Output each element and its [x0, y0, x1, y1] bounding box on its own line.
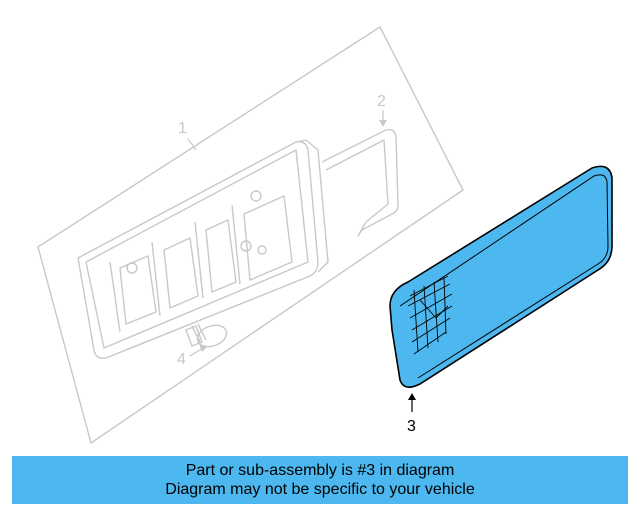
banner-line-2: Diagram may not be specific to your vehi…	[165, 481, 475, 498]
banner-line-1: Part or sub-assembly is #3 in diagram	[185, 462, 455, 479]
callout-3: 3	[407, 418, 416, 435]
callout-2: 2	[377, 93, 386, 110]
lamp-housing	[77, 140, 319, 360]
lamp-gasket	[321, 128, 399, 237]
callout-4: 4	[177, 351, 186, 368]
callout-1: 1	[178, 120, 187, 137]
reflector-grid	[407, 275, 453, 355]
assembly-panel	[37, 26, 464, 444]
info-banner: Part or sub-assembly is #3 in diagram Di…	[12, 456, 628, 504]
lens-highlighted[interactable]	[389, 165, 613, 388]
lens-inner-edge	[399, 174, 609, 379]
tail-lamp-assembly	[37, 26, 464, 444]
bulb	[185, 323, 228, 348]
